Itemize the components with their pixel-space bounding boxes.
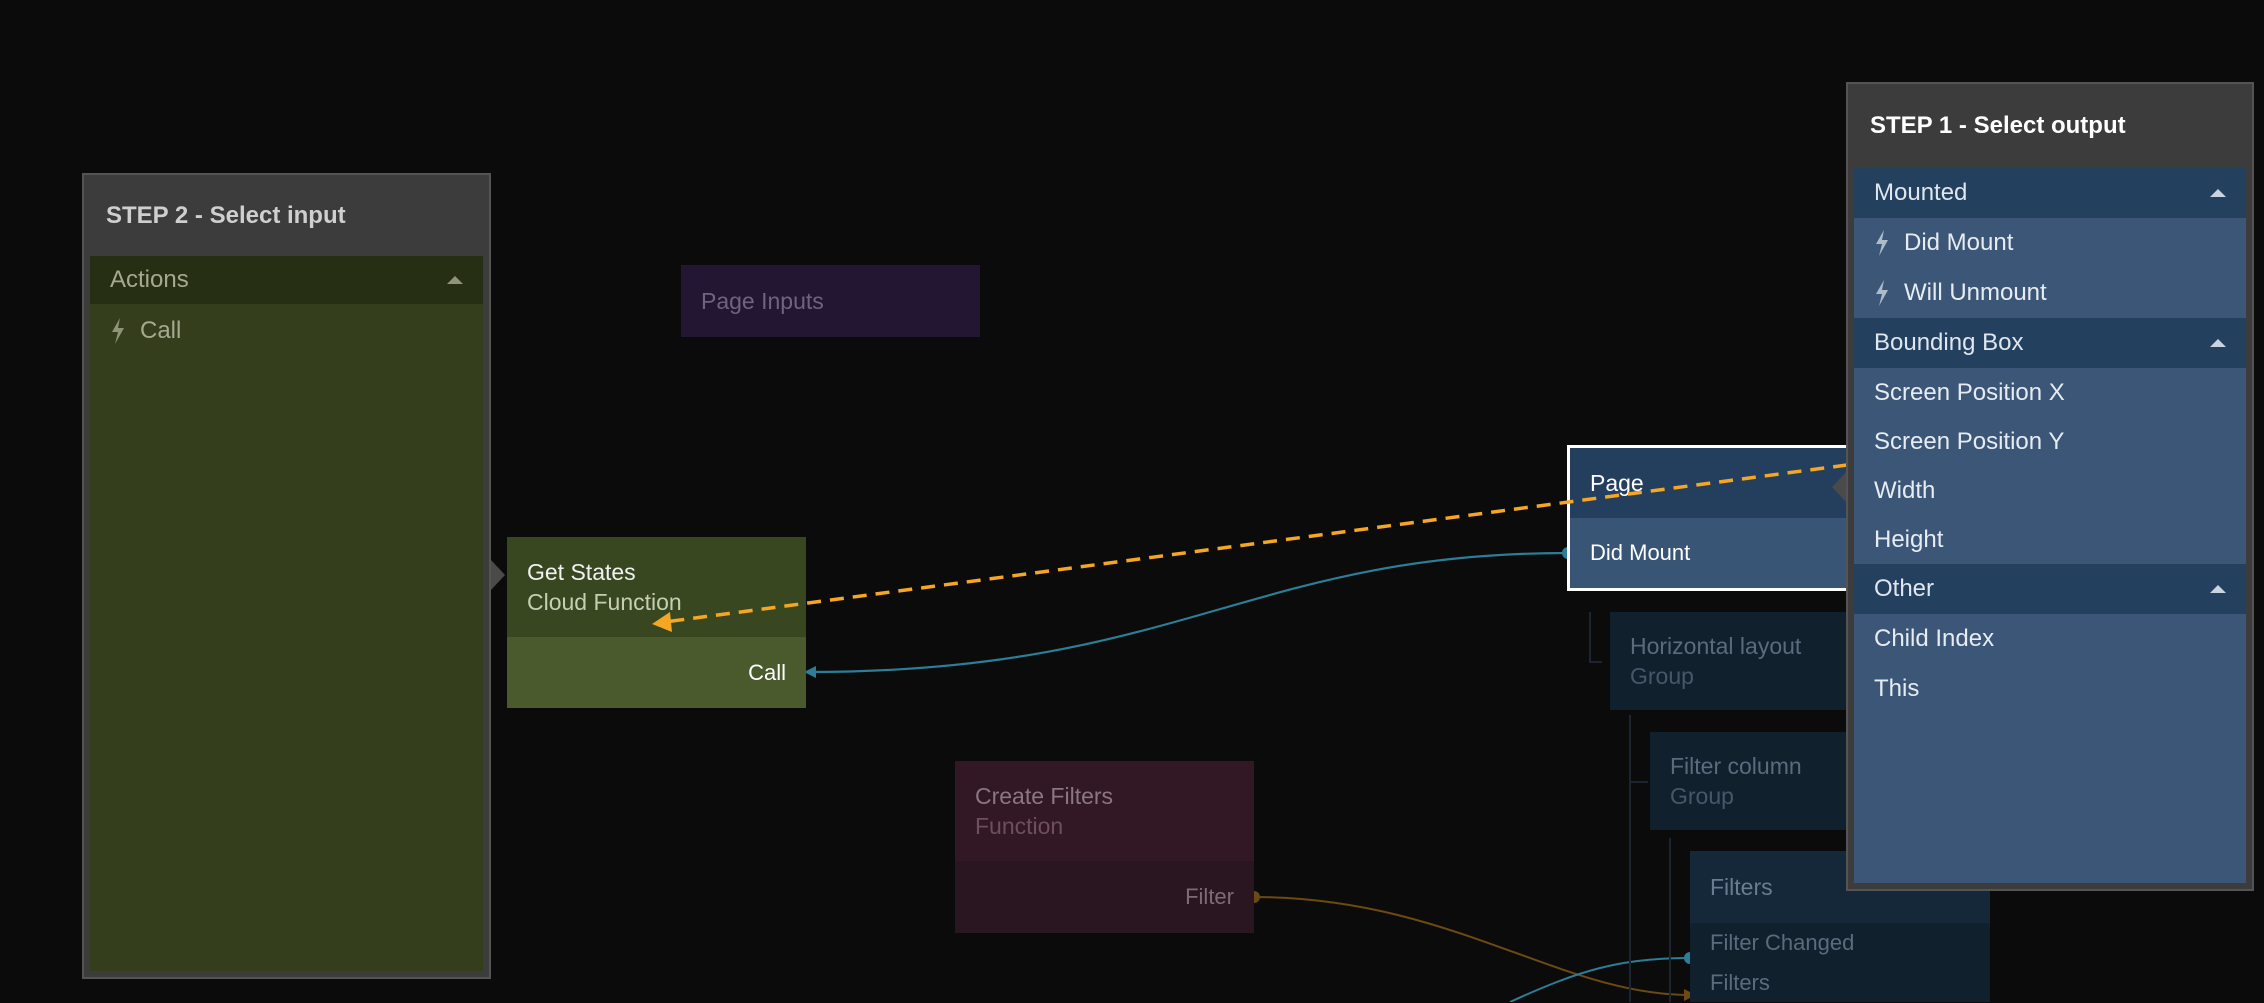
- node-page-inputs-title: Page Inputs: [701, 288, 824, 314]
- node-filters-port-filter-changed[interactable]: Filter Changed: [1710, 930, 1855, 955]
- output-item-height[interactable]: Height: [1854, 515, 2246, 564]
- panel-connector-arrow-icon: [1832, 472, 1846, 502]
- lightning-icon: [110, 318, 126, 344]
- node-create-filters-header: Create Filters Function: [955, 761, 1254, 861]
- wire-call-arrow: [804, 666, 816, 678]
- wire-filter-to-filters: [1253, 896, 1691, 996]
- wire-didmount-to-call: [807, 551, 1569, 674]
- collapse-caret-icon[interactable]: [2210, 189, 2226, 197]
- step2-panel: STEP 2 - Select input Actions Call: [82, 173, 505, 979]
- step1-panel-title: STEP 1 - Select output: [1870, 112, 2126, 139]
- section-other-label: Other: [1874, 575, 1935, 602]
- input-item-call[interactable]: Call: [90, 304, 483, 358]
- output-item-will-unmount-label: Will Unmount: [1904, 279, 2047, 306]
- port-filter-label: Filter: [1185, 884, 1234, 909]
- step2-panel-body: Actions Call: [90, 256, 483, 971]
- node-create-filters-port-filter[interactable]: Filter: [955, 861, 1254, 933]
- section-mounted-label: Mounted: [1874, 179, 1968, 206]
- node-get-states-header: Get States Cloud Function: [507, 537, 806, 637]
- node-filter-column-subtitle: Group: [1670, 783, 1734, 809]
- section-mounted[interactable]: Mounted: [1854, 168, 2246, 218]
- node-page-inputs[interactable]: Page Inputs: [681, 265, 980, 337]
- node-horizontal-layout-title: Horizontal layout: [1630, 633, 1802, 659]
- step1-panel: STEP 1 - Select output Mounted Did Mount…: [1832, 82, 2254, 891]
- section-actions[interactable]: Actions: [90, 256, 483, 304]
- output-item-child-index[interactable]: Child Index: [1854, 614, 2246, 664]
- output-item-width[interactable]: Width: [1854, 466, 2246, 515]
- node-get-states-port-call[interactable]: Call: [507, 637, 806, 708]
- input-item-call-label: Call: [140, 317, 182, 344]
- node-filter-column[interactable]: Filter column Group: [1650, 732, 1850, 830]
- output-item-height-label: Height: [1874, 525, 1944, 553]
- collapse-caret-icon[interactable]: [447, 276, 463, 284]
- wire-filters-return: [1509, 957, 1691, 1002]
- section-actions-label: Actions: [110, 266, 189, 293]
- collapse-caret-icon[interactable]: [2210, 339, 2226, 347]
- output-item-did-mount-label: Did Mount: [1904, 229, 2014, 256]
- section-other[interactable]: Other: [1854, 564, 2246, 614]
- output-item-screen-position-y[interactable]: Screen Position Y: [1854, 417, 2246, 466]
- output-item-screen-position-x[interactable]: Screen Position X: [1854, 368, 2246, 417]
- step2-panel-title: STEP 2 - Select input: [106, 201, 346, 229]
- output-item-screen-position-y-label: Screen Position Y: [1874, 427, 2065, 455]
- output-item-this-label: This: [1874, 675, 1920, 702]
- node-page-header: Page: [1570, 448, 1854, 518]
- node-get-states-subtitle: Cloud Function: [527, 589, 682, 615]
- node-horizontal-layout[interactable]: Horizontal layout Group: [1610, 612, 1850, 710]
- panel-connector-arrow-icon: [491, 560, 505, 590]
- lightning-icon: [1874, 280, 1890, 306]
- output-item-screen-position-x-label: Screen Position X: [1874, 378, 2065, 406]
- output-item-child-index-label: Child Index: [1874, 625, 1995, 652]
- port-call-label: Call: [748, 659, 786, 685]
- collapse-caret-icon[interactable]: [2210, 585, 2226, 593]
- output-item-will-unmount[interactable]: Will Unmount: [1854, 268, 2246, 318]
- dashed-line-arrow-icon: [652, 612, 672, 632]
- node-get-states[interactable]: Get States Cloud Function Call: [507, 537, 806, 708]
- output-item-did-mount[interactable]: Did Mount: [1854, 218, 2246, 268]
- node-create-filters[interactable]: Create Filters Function Filter: [955, 761, 1254, 933]
- node-create-filters-subtitle: Function: [975, 813, 1064, 839]
- output-item-this[interactable]: This: [1854, 664, 2246, 714]
- node-page-port-did-mount[interactable]: Did Mount: [1570, 518, 1854, 588]
- node-filters-title: Filters: [1710, 874, 1773, 900]
- node-get-states-title: Get States: [527, 559, 636, 585]
- node-horizontal-layout-subtitle: Group: [1630, 663, 1694, 689]
- output-item-width-label: Width: [1874, 476, 1936, 504]
- node-filter-column-title: Filter column: [1670, 753, 1802, 779]
- lightning-icon: [1874, 230, 1890, 256]
- node-create-filters-title: Create Filters: [975, 783, 1114, 809]
- port-did-mount-label: Did Mount: [1590, 540, 1691, 565]
- section-bounding-box[interactable]: Bounding Box: [1854, 318, 2246, 368]
- node-filters-port-filters[interactable]: Filters: [1710, 970, 1770, 995]
- section-bounding-box-label: Bounding Box: [1874, 329, 2024, 356]
- node-page[interactable]: Page Did Mount: [1567, 445, 1857, 591]
- step1-panel-body: Mounted Did Mount Will Unmount Bounding …: [1854, 168, 2246, 883]
